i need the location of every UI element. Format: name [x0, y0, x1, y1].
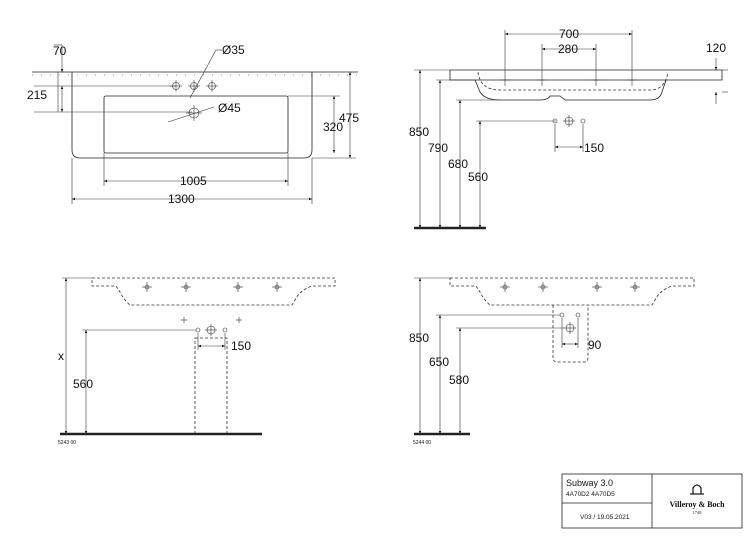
dim-280: 280 [558, 42, 578, 56]
basin-outline [71, 72, 313, 159]
dim-90: 90 [588, 338, 602, 352]
brand-name: Villeroy & Boch [669, 500, 725, 509]
dim-1300: 1300 [168, 192, 195, 206]
dim-70: 70 [53, 44, 67, 58]
dim-700: 700 [559, 27, 579, 41]
tap-hole-icon [142, 282, 282, 292]
brand-year: 1748 [693, 510, 703, 515]
siphon-cover [552, 305, 589, 363]
waste-connection-icon [552, 115, 586, 127]
dim-850: 850 [409, 125, 429, 139]
title-block: Subway 3.0 4A70D2 4A70D5 V03 / 19.05.202… [561, 473, 743, 529]
dim-diameter-45: Ø45 [218, 101, 241, 115]
front-elevation-view: 700 280 120 850 790 680 560 [409, 27, 728, 230]
dim-150-a: 150 [231, 339, 251, 353]
dim-1005: 1005 [180, 174, 207, 188]
basin-bowl [103, 95, 289, 154]
dim-850-b: 850 [409, 331, 429, 345]
product-codes: 4A70D2 4A70D5 [566, 491, 615, 498]
drawing-code-b: 5244 00 [413, 440, 431, 446]
tap-hole-icon [500, 282, 640, 292]
siphon-cover [194, 337, 228, 435]
leader-45 [167, 106, 215, 123]
dim-650: 650 [429, 355, 449, 369]
dim-580: 580 [449, 373, 469, 387]
top-view: Ø35 Ø45 70 215 475 320 1005 1300 [27, 43, 359, 206]
dim-x: x [58, 349, 64, 363]
waste-connection-icon [195, 324, 228, 336]
basin-hidden-outline [91, 277, 336, 306]
dim-680: 680 [448, 157, 468, 171]
dim-320: 320 [323, 120, 343, 134]
dim-215: 215 [27, 88, 47, 102]
dim-475: 475 [339, 111, 359, 125]
elevation-view-a: 150 x 560 5243 00 [58, 277, 336, 446]
waste-connection-icon [559, 312, 581, 334]
drain-icon [186, 105, 202, 121]
basin-hidden-outline [449, 277, 695, 306]
dim-150: 150 [584, 141, 604, 155]
product-name: Subway 3.0 [566, 478, 613, 488]
dim-560-a: 560 [73, 377, 93, 391]
brand-logo-icon [690, 484, 704, 495]
dim-120: 120 [706, 41, 726, 55]
tap-hole-icon [500, 74, 637, 86]
dim-790: 790 [428, 141, 448, 155]
version-date: V03 / 19.05.2021 [580, 514, 630, 521]
elevation-view-b: 90 850 650 580 5244 00 [409, 277, 695, 446]
dim-diameter-35: Ø35 [222, 43, 245, 57]
dim-560: 560 [468, 170, 488, 184]
drawing-code-a: 5243 00 [58, 440, 76, 446]
basin-profile [474, 79, 667, 101]
leader-35 [189, 49, 217, 99]
